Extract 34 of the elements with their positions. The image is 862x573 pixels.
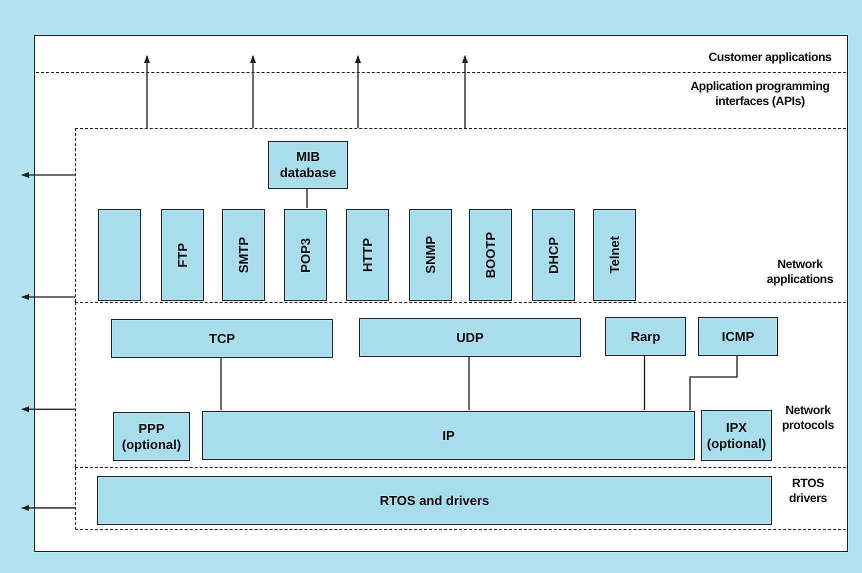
arrow: [21, 172, 75, 178]
arrow: [144, 55, 150, 128]
arrow: [21, 406, 75, 412]
connector-line: [644, 355, 646, 410]
layer-band: [75, 128, 846, 302]
component-box: DHCP: [532, 209, 575, 301]
component-box: HTTP: [346, 209, 389, 301]
component-box: FTP: [161, 209, 204, 301]
layer-band: [75, 302, 846, 467]
component-box: SMTP: [222, 209, 265, 301]
layer-band: [75, 467, 846, 530]
component-box: ICMP: [698, 317, 778, 356]
component-box: IPX (optional): [701, 410, 772, 461]
component-box: IP: [202, 411, 695, 460]
component-box: SNMP: [409, 209, 452, 301]
component-box: BOOTP: [469, 209, 512, 301]
connector-line: [468, 356, 470, 410]
connector-line: [306, 188, 308, 208]
connector-line: [689, 355, 738, 410]
component-box: PPP (optional): [113, 412, 190, 461]
component-box: MIB database: [268, 141, 348, 189]
arrow: [21, 504, 75, 511]
arrow: [250, 55, 256, 128]
arrow: [355, 55, 361, 128]
connector-line: [220, 357, 222, 410]
component-box: Telnet: [593, 209, 636, 301]
component-box: POP3: [284, 209, 327, 301]
component-box: RTOS and drivers: [97, 476, 772, 525]
arrow: [21, 294, 75, 300]
component-box: [98, 209, 141, 301]
component-box: TCP: [111, 319, 333, 358]
component-box: Rarp: [605, 317, 686, 356]
arrow: [462, 55, 468, 128]
component-box: UDP: [359, 318, 581, 357]
